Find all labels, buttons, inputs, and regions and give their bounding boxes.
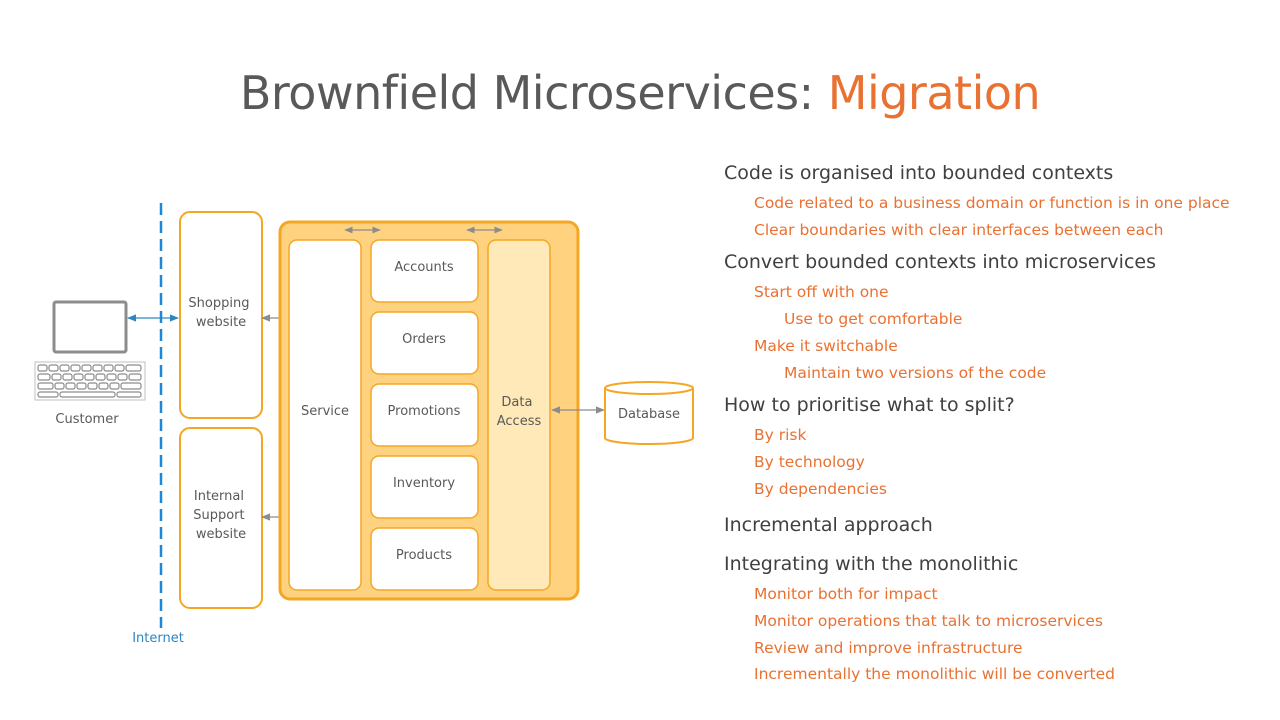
bullet-by-risk: By risk xyxy=(754,426,807,445)
bullet-bounded-contexts: Code is organised into bounded contexts xyxy=(724,162,1114,184)
module-orders-label: Orders xyxy=(402,332,446,347)
bullet-incremental: Incremental approach xyxy=(724,514,933,537)
bullet-business-domain: Code related to a business domain or fun… xyxy=(754,194,1230,212)
laptop-icon xyxy=(34,300,146,401)
shopping-website-label: Shopping website xyxy=(188,296,253,330)
bullet-monitor-impact: Monitor both for impact xyxy=(754,585,938,604)
service-label: Service xyxy=(301,404,349,419)
database-label: Database xyxy=(618,407,680,422)
module-promotions-label: Promotions xyxy=(388,404,461,419)
module-inventory-box xyxy=(370,455,479,519)
bullet-by-technology: By technology xyxy=(754,452,865,471)
module-orders-box xyxy=(370,311,479,375)
bullet-clear-boundaries: Clear boundaries with clear interfaces b… xyxy=(754,220,1164,239)
customer-label: Customer xyxy=(55,412,119,427)
internet-label: Internet xyxy=(132,631,184,646)
title-main: Brownfield Microservices: xyxy=(239,66,828,120)
database-cylinder-icon xyxy=(604,381,694,445)
bullet-two-versions: Maintain two versions of the code xyxy=(784,363,1047,382)
bullet-get-comfortable: Use to get comfortable xyxy=(784,310,963,329)
bullet-convert-microservices: Convert bounded contexts into microservi… xyxy=(724,251,1156,274)
module-promotions-box xyxy=(370,383,479,447)
internal-support-website-label: Internal Support website xyxy=(193,489,249,542)
bullet-review-infra: Review and improve infrastructure xyxy=(754,638,1023,657)
module-accounts-box xyxy=(370,239,479,303)
data-access-label: Data Access xyxy=(497,395,542,429)
bullet-by-dependencies: By dependencies xyxy=(754,479,887,498)
module-inventory-label: Inventory xyxy=(393,476,455,491)
bullet-integrating: Integrating with the monolithic xyxy=(724,553,1019,576)
bullet-incrementally-converted: Incrementally the monolithic will be con… xyxy=(754,665,1115,684)
bullet-switchable: Make it switchable xyxy=(754,336,898,355)
bullet-start-one: Start off with one xyxy=(754,283,889,302)
module-products-label: Products xyxy=(396,548,452,563)
bullet-monitor-operations: Monitor operations that talk to microser… xyxy=(754,612,1103,631)
bullet-prioritise: How to prioritise what to split? xyxy=(724,394,1015,417)
module-accounts-label: Accounts xyxy=(394,260,453,275)
service-layer-box xyxy=(288,239,362,591)
module-products-box xyxy=(370,527,479,591)
data-access-box xyxy=(487,239,551,591)
bullet-list: Code is organised into bounded contexts … xyxy=(724,160,1274,688)
slide-title: Brownfield Microservices: Migration xyxy=(0,66,1280,120)
title-accent: Migration xyxy=(827,66,1041,120)
